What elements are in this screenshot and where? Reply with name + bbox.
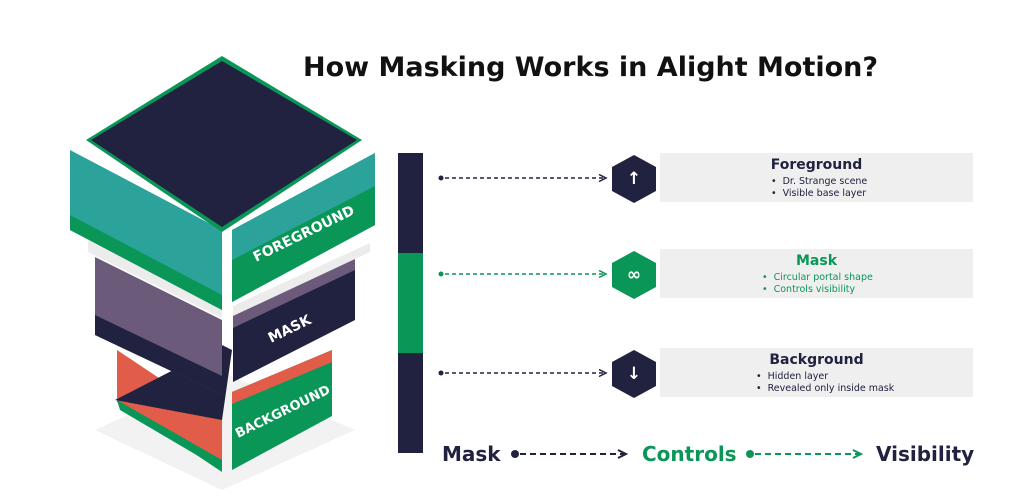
layer-card-title: Foreground xyxy=(770,157,863,173)
mask-icon-glyph: ∞ xyxy=(626,265,642,285)
flow-word-controls: Controls xyxy=(642,442,737,466)
layer-card-bullet: Revealed only inside mask xyxy=(756,383,895,395)
layer-card-bullet: Visible base layer xyxy=(771,188,867,200)
layer-card-mask: MaskCircular portal shapeControls visibi… xyxy=(660,249,973,298)
layer-card-bullet: Controls visibility xyxy=(762,284,873,296)
layer-card-foreground: ForegroundDr. Strange sceneVisible base … xyxy=(660,153,973,202)
flow-word-mask: Mask xyxy=(442,442,501,466)
arrow-down-icon: ↓ xyxy=(611,349,657,399)
layer-stack-illustration: FOREGROUND MASK BACKGROUND xyxy=(70,56,375,490)
background-block-right-face xyxy=(232,350,332,470)
layer-card-bullet: Circular portal shape xyxy=(762,272,873,284)
stack-top-cap xyxy=(91,61,357,227)
mask-block-right-face xyxy=(233,255,355,382)
layer-card-background: BackgroundHidden layerRevealed only insi… xyxy=(660,348,973,397)
mask-block-left-face xyxy=(95,257,222,395)
flow-word-visibility: Visibility xyxy=(876,442,975,466)
layer-card-bullets: Hidden layerRevealed only inside mask xyxy=(756,371,895,395)
mask-icon: ∞ xyxy=(611,250,657,300)
arrow-up-icon: ↑ xyxy=(611,154,657,204)
stack-gap-light xyxy=(88,240,222,318)
mask-flow: Mask Controls Visibility xyxy=(442,440,975,468)
flow-arrow-2 xyxy=(746,449,864,459)
mask-block-left-lower xyxy=(95,315,222,395)
layer-card-bullets: Circular portal shapeControls visibility xyxy=(762,272,873,296)
layer-card-bullet: Dr. Strange scene xyxy=(771,176,868,188)
layer-connector-arrow xyxy=(438,174,608,182)
background-block-right-top xyxy=(232,350,332,404)
layer-card-bullets: Dr. Strange sceneVisible base layer xyxy=(771,176,868,200)
layer-order-bar-segment xyxy=(398,253,423,353)
layer-card-title: Mask xyxy=(795,253,838,269)
layer-card-bullet: Hidden layer xyxy=(756,371,894,383)
layer-connector-arrow xyxy=(438,369,608,377)
arrow-up-icon-glyph: ↑ xyxy=(626,169,642,189)
layer-connector-arrow xyxy=(438,270,608,278)
stack-gap-light-right xyxy=(233,243,370,316)
foreground-block-left-face xyxy=(70,150,222,310)
arrow-down-icon-glyph: ↓ xyxy=(626,364,642,384)
flow-arrow-1 xyxy=(511,449,629,459)
layer-card-title: Background xyxy=(769,352,864,368)
foreground-block-left-lower xyxy=(70,215,222,310)
layer-order-bar xyxy=(398,153,423,453)
background-block-green-left xyxy=(117,400,222,470)
page-title: How Masking Works in Alight Motion? xyxy=(303,52,879,83)
layer-order-bar-segment xyxy=(398,353,423,453)
foreground-block-right-lower xyxy=(232,186,375,302)
layer-order-bar-segment xyxy=(398,153,423,253)
